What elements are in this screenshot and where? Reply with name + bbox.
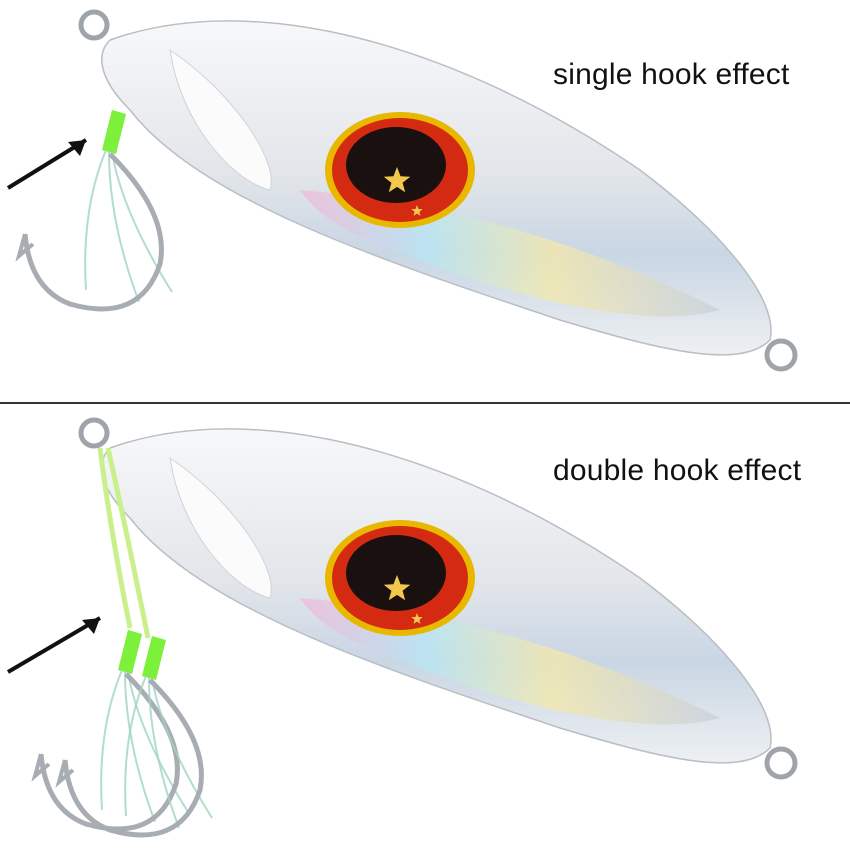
assist-hook-1 (31, 630, 189, 832)
single-hook-panel: single hook effect (0, 0, 850, 403)
tail-ring (764, 746, 798, 780)
split-ring (78, 417, 110, 449)
star-icon (411, 205, 423, 216)
lure-eye (325, 112, 475, 228)
assist-cord (97, 447, 151, 639)
double-hook-caption: double hook effect (553, 454, 802, 487)
star-icon (411, 613, 423, 624)
arrow-icon (6, 138, 88, 190)
single-hook-caption: single hook effect (553, 58, 790, 91)
split-ring (78, 9, 110, 41)
arrow-icon (6, 616, 102, 674)
single-hook-lure-illustration (6, 9, 798, 372)
double-hook-lure-illustration (6, 417, 798, 838)
tail-ring (764, 338, 798, 372)
star-icon (383, 575, 411, 601)
lure-eye (325, 520, 475, 636)
assist-hook (15, 110, 173, 312)
divider (0, 402, 850, 404)
star-icon (383, 167, 411, 193)
assist-hook-2 (55, 636, 213, 838)
double-hook-panel: double hook effect (0, 404, 850, 838)
